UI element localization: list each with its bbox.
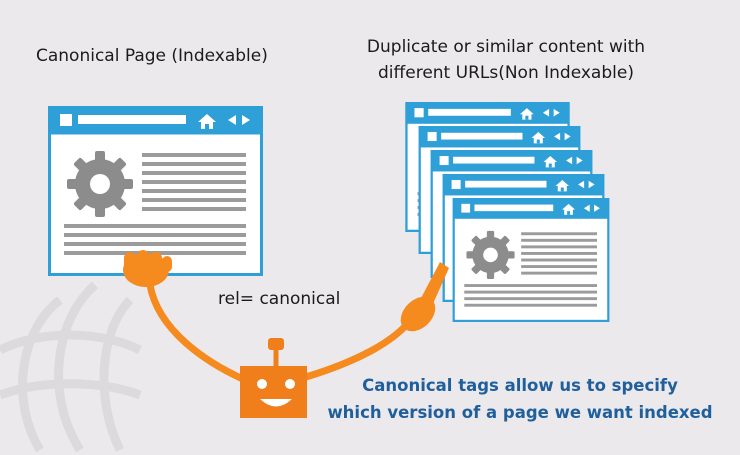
caption: Canonical tags allow us to specify which…	[320, 372, 720, 426]
duplicate-content-label: Duplicate or similar content with differ…	[356, 34, 656, 86]
canonical-page-label: Canonical Page (Indexable)	[36, 46, 268, 66]
rel-canonical-label: rel= canonical	[218, 289, 341, 309]
canonical-page-window	[48, 106, 263, 276]
caption-line1: Canonical tags allow us to specify	[362, 376, 678, 395]
globe-watermark	[0, 281, 143, 453]
duplicate-label-line2: different URLs(Non Indexable)	[378, 63, 634, 83]
pointing-hand-icon	[123, 250, 172, 287]
duplicate-label-line1: Duplicate or similar content with	[366, 37, 646, 57]
robot-icon	[240, 338, 307, 418]
caption-line2: which version of a page we want indexed	[327, 403, 713, 422]
pointing-hand-icon	[400, 262, 449, 332]
